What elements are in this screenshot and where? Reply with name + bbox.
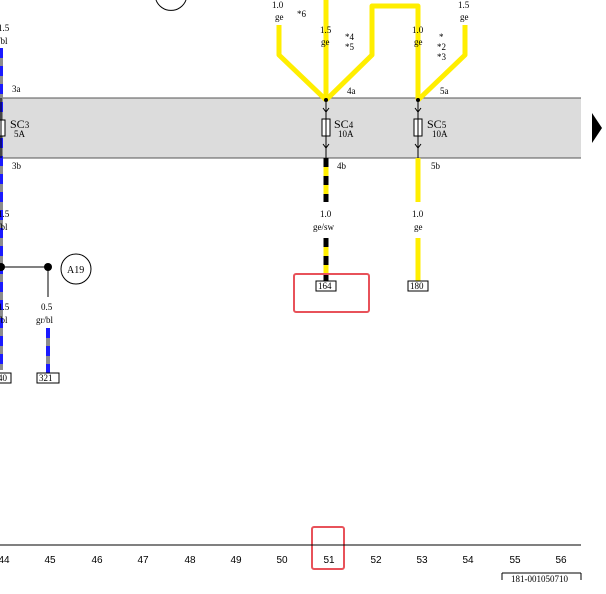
wire-w4[interactable] [416, 25, 468, 102]
sc5-wire-gauge: 1.0 [412, 209, 424, 219]
w3-mark-3: *3 [437, 52, 447, 62]
ruler-number[interactable]: 53 [416, 555, 428, 566]
w3-mark-1: * [439, 32, 444, 42]
ruler-number[interactable]: 52 [370, 555, 382, 566]
branch-right-ref-label: 321 [39, 373, 53, 383]
w2-color: ge [321, 37, 330, 47]
ruler-number[interactable]: 49 [230, 555, 242, 566]
left-top-color: /bl [0, 36, 8, 46]
branch-left-ref-label: 40 [0, 373, 8, 383]
left-top-gauge: 1.5 [0, 23, 10, 33]
branch-left-gauge: 1.5 [0, 302, 10, 312]
fuse-sc3-bottom-pin: 3b [12, 161, 22, 171]
below-band-labels: 1.5 /bl 1.0 ge/sw 1.0 ge [0, 209, 424, 232]
left-bottom-color: /bl [0, 222, 8, 232]
fuse-sc5-rating: 10A [432, 129, 448, 139]
fuse-sc3-label: SC3 [10, 117, 30, 131]
top-wires [276, 0, 468, 102]
w2-mark-2: *5 [345, 42, 355, 52]
w1-gauge: 1.0 [272, 0, 284, 10]
highlight-box-column-51 [311, 526, 345, 570]
branch-left-color: /bl [0, 315, 8, 325]
branch-right-gauge: 0.5 [41, 302, 53, 312]
sc4-wire-gauge: 1.0 [320, 209, 332, 219]
w4-gauge: 1.5 [458, 0, 470, 10]
fuse-sc5-label: SC5 [427, 117, 447, 131]
ruler-numbers: 44 45 46 47 48 49 50 51 52 53 54 55 56 [0, 555, 567, 566]
connector-a19-label: A19 [67, 265, 84, 276]
drawing-id-box: 181-001050710 [501, 572, 582, 584]
fuse-sc4-label: SC4 [334, 117, 354, 131]
fuse-sc4-rating: 10A [338, 129, 354, 139]
fuse-sc5-bottom-pin: 5b [431, 161, 441, 171]
w3-mark-2: *2 [437, 42, 446, 52]
fuse-sc4[interactable]: 4a SC4 10A 4b [321, 86, 356, 171]
sc4-wire-color: ge/sw [313, 222, 334, 232]
top-labels: 1.5 /bl 1.0 ge *6 1.5 ge *4 *5 1.0 ge * … [0, 0, 470, 62]
ruler-number[interactable]: 47 [137, 555, 149, 566]
branch-right-color: gr/bl [36, 315, 53, 325]
drawing-id: 181-001050710 [511, 574, 568, 584]
left-bottom-gauge: 1.5 [0, 209, 10, 219]
ruler-number[interactable]: 44 [0, 555, 10, 566]
continuation-arrow-icon[interactable] [592, 113, 602, 143]
fuse-sc5[interactable]: 5a SC5 10A 5b [413, 86, 449, 171]
wire-w3[interactable] [324, 3, 421, 102]
fuse-sc4-bottom-pin: 4b [337, 161, 347, 171]
sc4-ref-label: 164 [318, 281, 332, 291]
w3-color: ge [414, 37, 423, 47]
fuse-sc3-top-pin: 3a [12, 84, 21, 94]
fuse-sc4-top-pin: 4a [347, 86, 356, 96]
ruler-number[interactable]: 45 [44, 555, 56, 566]
ruler-number[interactable]: 50 [276, 555, 288, 566]
fuse-box-band [0, 98, 581, 158]
fuse-sc3-rating: 5A [14, 129, 26, 139]
branch-right-ref-box[interactable]: 321 [36, 372, 60, 384]
w2-gauge: 1.5 [320, 25, 332, 35]
highlight-box-ref-164 [293, 273, 370, 313]
ruler-number[interactable]: 56 [555, 555, 567, 566]
fuse-sc5-top-pin: 5a [440, 86, 449, 96]
w1-color: ge [275, 12, 284, 22]
connector-a19[interactable]: A19 [60, 253, 92, 285]
ruler-number[interactable]: 51 [323, 555, 335, 566]
w2-mark-1: *4 [345, 32, 355, 42]
fuse-sc3[interactable]: 3a SC3 5A 3b [0, 84, 30, 171]
wire-w1[interactable] [276, 25, 328, 102]
w4-color: ge [460, 12, 469, 22]
sc5-ref-label: 180 [410, 281, 424, 291]
branch-junction [0, 263, 52, 271]
ruler-number[interactable]: 55 [509, 555, 521, 566]
branch-left-ref-box[interactable]: 40 [0, 372, 12, 384]
ruler-number[interactable]: 46 [91, 555, 103, 566]
sc5-wire-color: ge [414, 222, 423, 232]
w3-gauge: 1.0 [412, 25, 424, 35]
sc4-ref-box[interactable]: 164 [315, 280, 337, 292]
top-connector-circle [155, 0, 187, 11]
w1-mark: *6 [297, 9, 307, 19]
branch-labels: 1.5 /bl 0.5 gr/bl [0, 302, 53, 325]
ruler-number[interactable]: 54 [462, 555, 474, 566]
ruler-number[interactable]: 48 [184, 555, 196, 566]
sc5-ref-box[interactable]: 180 [407, 280, 429, 292]
